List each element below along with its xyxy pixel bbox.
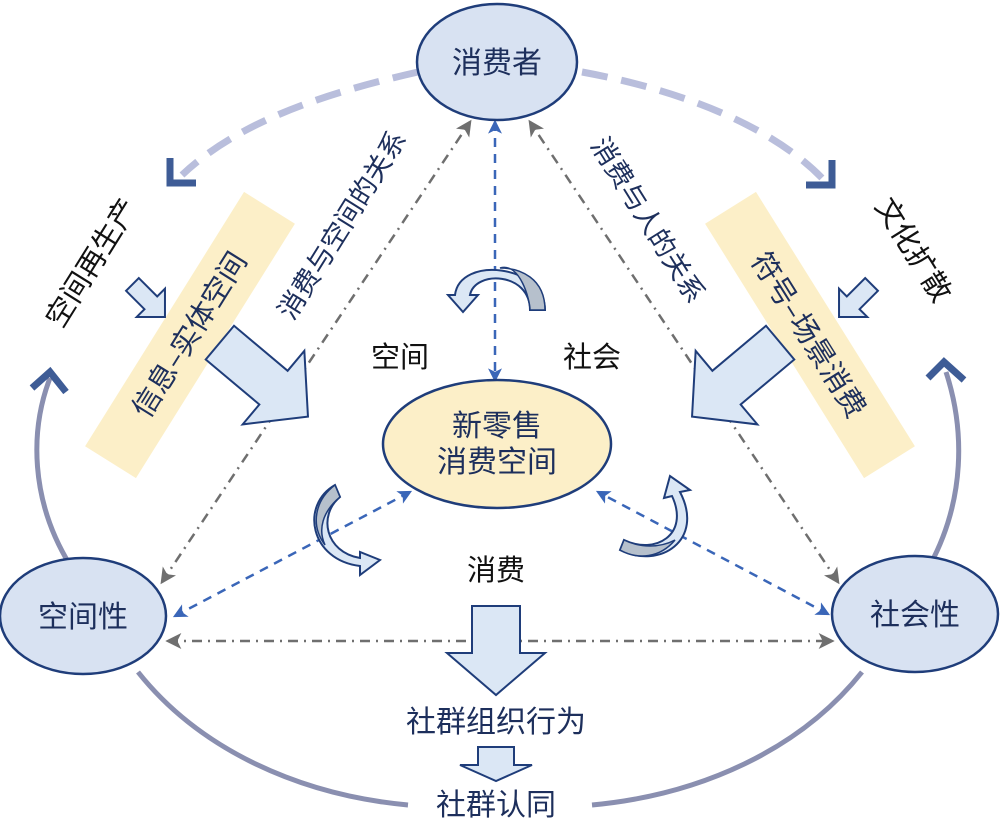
node-sociality[interactable] <box>830 554 1000 674</box>
dashed-arc-left <box>179 68 419 178</box>
node-consumer[interactable] <box>415 2 579 122</box>
inner-label-consumption: 消费 <box>467 553 525 587</box>
relation-line-right <box>528 119 840 585</box>
inner-label-society: 社会 <box>563 340 621 374</box>
curved-arrow-right <box>618 474 693 558</box>
node-sociality-label: 社会性 <box>870 598 960 633</box>
outer-arc-bottom-left <box>136 670 409 808</box>
relation-line-left <box>160 119 472 585</box>
chevron-icon-up-left <box>29 366 69 395</box>
small-arrow-right <box>838 276 880 318</box>
down-arrow-small <box>459 746 533 783</box>
inner-label-space: 空间 <box>371 340 429 374</box>
block-arrow-left <box>204 324 310 426</box>
side-label-right: 文化扩散 <box>868 191 958 307</box>
node-consumer-label: 消费者 <box>452 46 542 81</box>
chevron-icon-up-right <box>925 357 967 383</box>
blue-arrow-right <box>595 490 831 616</box>
outer-arc-right <box>927 371 962 567</box>
dashed-arc-right <box>581 68 825 181</box>
flow-label-community-behavior: 社群组织行为 <box>406 705 586 740</box>
node-spatiality-label: 空间性 <box>38 600 128 635</box>
curved-arrow-left <box>313 483 383 577</box>
node-center-label-1: 新零售 <box>452 409 542 444</box>
down-arrow-large <box>444 605 548 697</box>
relation-label-right: 消费与人的关系 <box>584 132 710 309</box>
node-center[interactable] <box>381 378 613 510</box>
outer-arc-bottom-right <box>591 670 864 808</box>
node-center-label-2: 消费空间 <box>437 445 557 480</box>
small-arrow-left <box>124 276 166 318</box>
node-spatiality[interactable] <box>0 556 168 676</box>
side-label-left: 空间再生产 <box>39 192 145 333</box>
outer-arc-left <box>34 377 73 567</box>
curved-arrow-top <box>445 266 547 314</box>
flow-label-community-identity: 社群认同 <box>436 788 556 823</box>
blue-arrow-left <box>172 490 413 618</box>
block-arrow-right <box>690 324 796 426</box>
